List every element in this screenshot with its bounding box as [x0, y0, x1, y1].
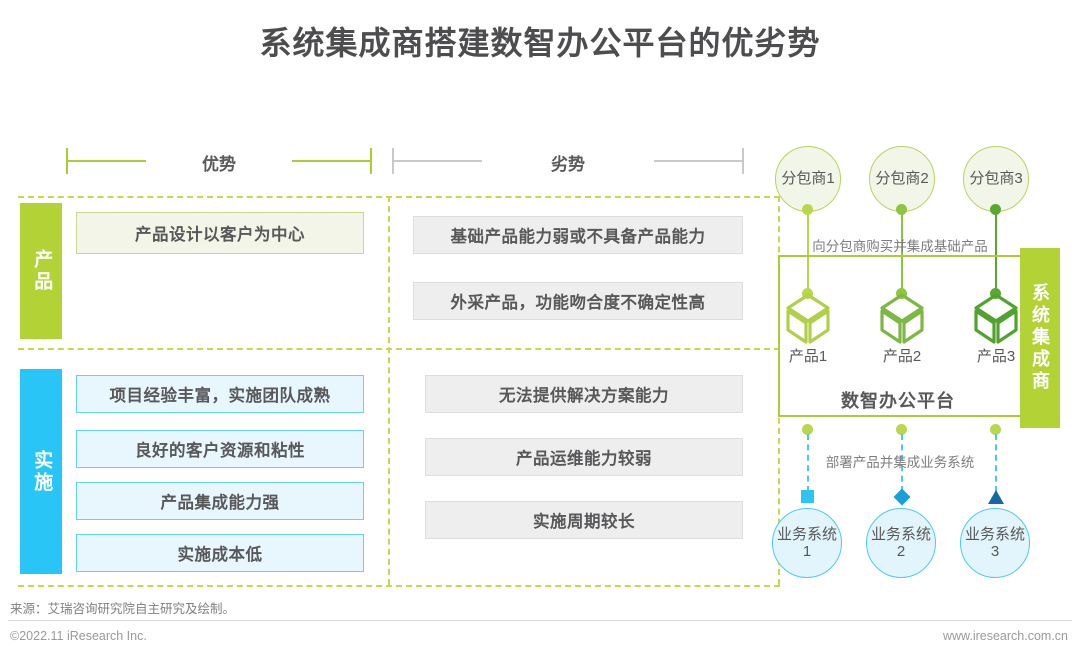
card-text: 产品运维能力较弱 — [516, 450, 652, 468]
bracket-rule-right — [292, 160, 370, 162]
footer-divider — [8, 620, 1072, 621]
disadvantage-card-product-1: 基础产品能力弱或不具备产品能力 — [413, 216, 743, 254]
platform-title: 数智办公平台 — [841, 391, 955, 411]
disadvantage-card-impl-2: 产品运维能力较弱 — [425, 438, 743, 476]
row-label-product: 产品 — [20, 203, 62, 339]
advantage-card-impl-1: 项目经验丰富，实施团队成熟 — [76, 375, 364, 413]
business-system-circle-1: 业务系统1 — [772, 508, 842, 578]
connector-line-sub-2 — [901, 208, 903, 294]
advantage-bracket: 优势 — [66, 148, 372, 182]
card-text: 无法提供解决方案能力 — [499, 387, 669, 405]
connector-dot-sub-1-top — [802, 204, 813, 215]
bracket-rule-left — [68, 160, 146, 162]
copyright-text: ©2022.11 iResearch Inc. — [10, 629, 147, 643]
grid-line-bottom — [18, 585, 780, 587]
dashed-line-biz-3 — [995, 434, 997, 492]
product-cube-icon-2 — [880, 293, 924, 344]
subcontractor-label: 分包商3 — [969, 170, 1023, 188]
product-label-3: 产品3 — [976, 348, 1016, 365]
connector-line-sub-1 — [807, 208, 809, 294]
card-text: 实施成本低 — [177, 546, 263, 564]
page-title: 系统集成商搭建数智办公平台的优劣势 — [259, 25, 821, 61]
diamond-marker-icon — [893, 488, 911, 506]
advantage-card-impl-3: 产品集成能力强 — [76, 482, 364, 520]
disadvantage-card-product-2: 外采产品，功能吻合度不确定性高 — [413, 282, 743, 320]
product-cube-icon-3 — [974, 293, 1018, 344]
advantage-card-product-1: 产品设计以客户为中心 — [76, 212, 364, 254]
business-system-label: 业务系统3 — [964, 525, 1025, 560]
flow-label-top: 向分包商购买并集成基础产品 — [812, 239, 988, 254]
disadvantage-bracket: 劣势 — [392, 148, 744, 182]
connector-dot-sub-2-top — [896, 204, 907, 215]
subcontractor-label: 分包商1 — [781, 170, 835, 188]
connector-dot-biz-3 — [990, 424, 1001, 435]
advantage-card-impl-2: 良好的客户资源和粘性 — [76, 430, 364, 468]
product-label-1: 产品1 — [788, 348, 828, 365]
subcontractor-label: 分包商2 — [875, 170, 929, 188]
dashed-line-biz-1 — [807, 434, 809, 492]
bracket-rule-right — [654, 160, 742, 162]
advantage-header-label: 优势 — [202, 155, 236, 174]
disadvantage-card-impl-1: 无法提供解决方案能力 — [425, 375, 743, 413]
grid-line-top — [18, 196, 780, 198]
row-label-implementation: 实施 — [20, 369, 62, 574]
subcontractor-circle-2: 分包商2 — [869, 146, 935, 212]
bracket-rule-left — [394, 160, 482, 162]
card-text: 实施周期较长 — [533, 513, 635, 531]
grid-line-middle — [18, 348, 780, 350]
subcontractor-circle-3: 分包商3 — [963, 146, 1029, 212]
grid-line-center — [388, 196, 390, 585]
connector-dot-biz-2 — [896, 424, 907, 435]
system-integrator-text: 系统集成商 — [1030, 283, 1050, 393]
subcontractor-circle-1: 分包商1 — [775, 146, 841, 212]
business-system-circle-3: 业务系统3 — [960, 508, 1030, 578]
card-text: 外采产品，功能吻合度不确定性高 — [450, 294, 706, 312]
business-system-circle-2: 业务系统2 — [866, 508, 936, 578]
product-label-2: 产品2 — [882, 348, 922, 365]
website-link[interactable]: www.iresearch.com.cn — [942, 629, 1068, 643]
connector-dot-sub-3-top — [990, 204, 1001, 215]
dashed-line-biz-2 — [901, 434, 903, 492]
row-label-implementation-text: 实施 — [31, 449, 53, 494]
square-marker-icon — [801, 490, 814, 503]
disadvantage-card-impl-3: 实施周期较长 — [425, 501, 743, 539]
bracket-cap-right — [742, 148, 744, 174]
business-system-label: 业务系统2 — [870, 525, 931, 560]
card-text: 良好的客户资源和粘性 — [135, 442, 305, 460]
bracket-cap-left — [66, 148, 68, 174]
flow-label-bottom: 部署产品并集成业务系统 — [825, 455, 975, 470]
connector-dot-biz-1 — [802, 424, 813, 435]
card-text: 项目经验丰富，实施团队成熟 — [109, 387, 331, 405]
row-label-product-text: 产品 — [31, 249, 53, 293]
business-system-label: 业务系统1 — [776, 525, 837, 560]
triangle-marker-icon — [988, 490, 1004, 504]
card-text: 基础产品能力弱或不具备产品能力 — [450, 228, 706, 246]
system-integrator-label: 系统集成商 — [1020, 248, 1060, 428]
disadvantage-header-label: 劣势 — [551, 155, 585, 174]
product-cube-icon-1 — [786, 293, 830, 344]
bracket-cap-left — [392, 148, 394, 174]
connector-line-sub-3 — [995, 208, 997, 294]
source-note: 来源：艾瑞咨询研究院自主研究及绘制。 — [10, 602, 236, 616]
bracket-cap-right — [370, 148, 372, 174]
advantage-card-impl-4: 实施成本低 — [76, 534, 364, 572]
card-text: 产品设计以客户为中心 — [135, 226, 305, 244]
card-text: 产品集成能力强 — [160, 494, 280, 512]
